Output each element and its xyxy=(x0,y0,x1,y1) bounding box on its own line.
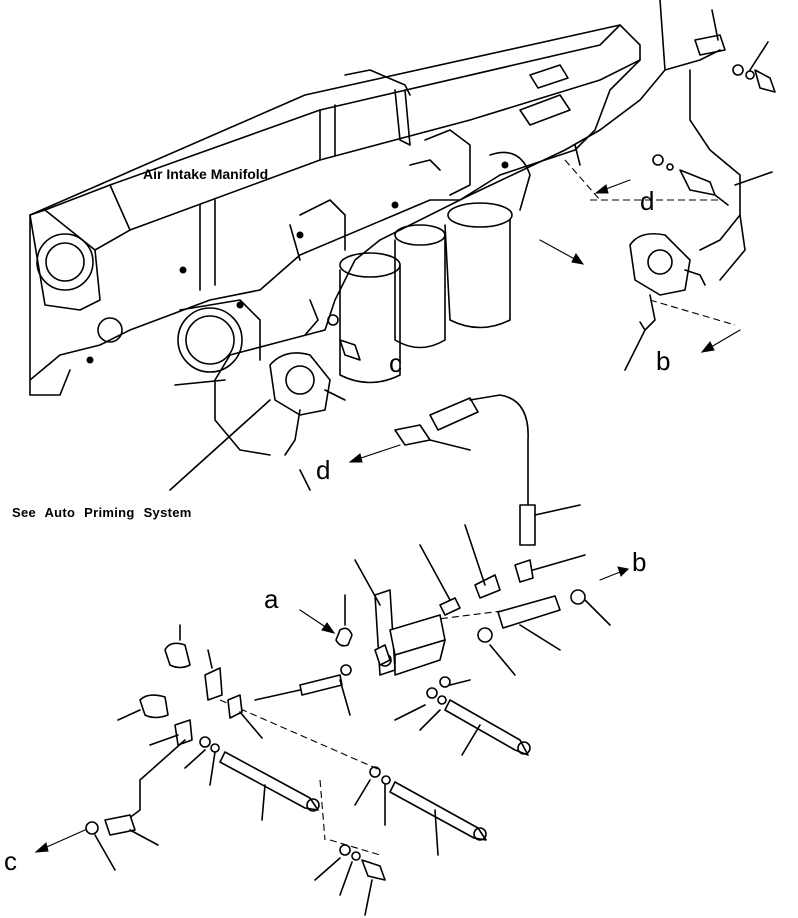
arrows xyxy=(34,179,741,853)
callout-b-low: b xyxy=(632,547,647,577)
intake-manifold-body xyxy=(29,24,641,396)
callout-c-mid: c xyxy=(389,348,402,378)
fuel-filters xyxy=(339,151,531,384)
callout-c-bottom: c xyxy=(4,846,17,876)
lower-bracket-assembly xyxy=(254,504,611,756)
callout-a-low: a xyxy=(264,584,279,614)
callout-d-mid: d xyxy=(316,455,331,485)
fuel-pipes-top xyxy=(214,0,746,456)
priming-pump-area xyxy=(169,299,529,506)
callout-d-top: d xyxy=(640,186,655,216)
lower-bolt-group xyxy=(314,766,487,916)
callout-b-mid: b xyxy=(656,346,671,376)
reference-lines xyxy=(219,159,736,856)
auto-priming-label: See Auto Priming System xyxy=(12,505,192,520)
lower-left-parts xyxy=(85,624,320,871)
upper-right-hardware xyxy=(624,9,776,371)
manifold-label: Air Intake Manifold xyxy=(143,166,269,182)
